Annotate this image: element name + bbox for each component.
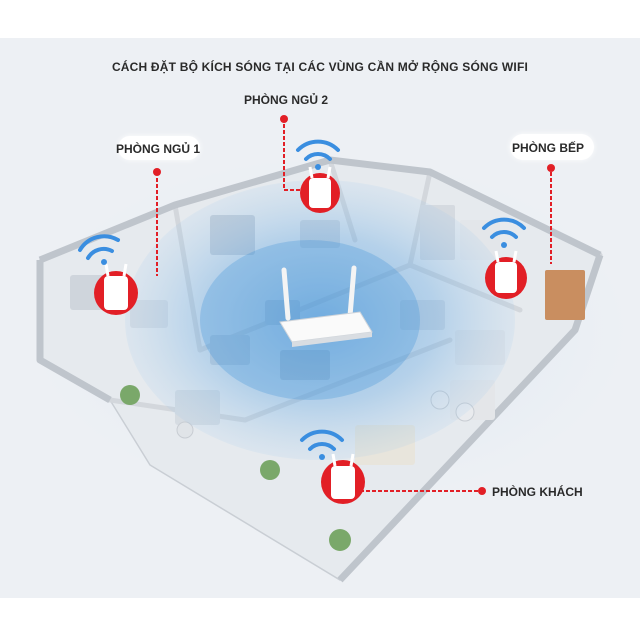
wifi-icon bbox=[78, 234, 120, 265]
repeater-icon bbox=[485, 250, 527, 299]
repeater-icon bbox=[94, 263, 138, 315]
room-label-kitchen: PHÒNG BẾP bbox=[512, 141, 585, 155]
wifi-icon bbox=[296, 139, 340, 170]
router-icon bbox=[279, 265, 373, 347]
room-label-bedroom-2: PHÒNG NGỦ 2 bbox=[244, 93, 329, 107]
location-pin-icon bbox=[153, 115, 555, 495]
pointer-lines bbox=[156, 124, 552, 492]
repeater-icon bbox=[321, 453, 365, 504]
label-cloud bbox=[510, 134, 594, 160]
room-label-bedroom-1: PHÒNG NGỦ 1 bbox=[116, 142, 201, 156]
diagram-title: CÁCH ĐẶT BỘ KÍCH SÓNG TẠI CÁC VÙNG CẦN M… bbox=[111, 60, 529, 74]
wifi-icon bbox=[300, 429, 344, 460]
room-label-living-room: PHÒNG KHÁCH bbox=[492, 485, 583, 499]
wifi-icon bbox=[482, 217, 526, 248]
label-cloud bbox=[118, 136, 200, 160]
repeater-icon bbox=[300, 166, 340, 213]
